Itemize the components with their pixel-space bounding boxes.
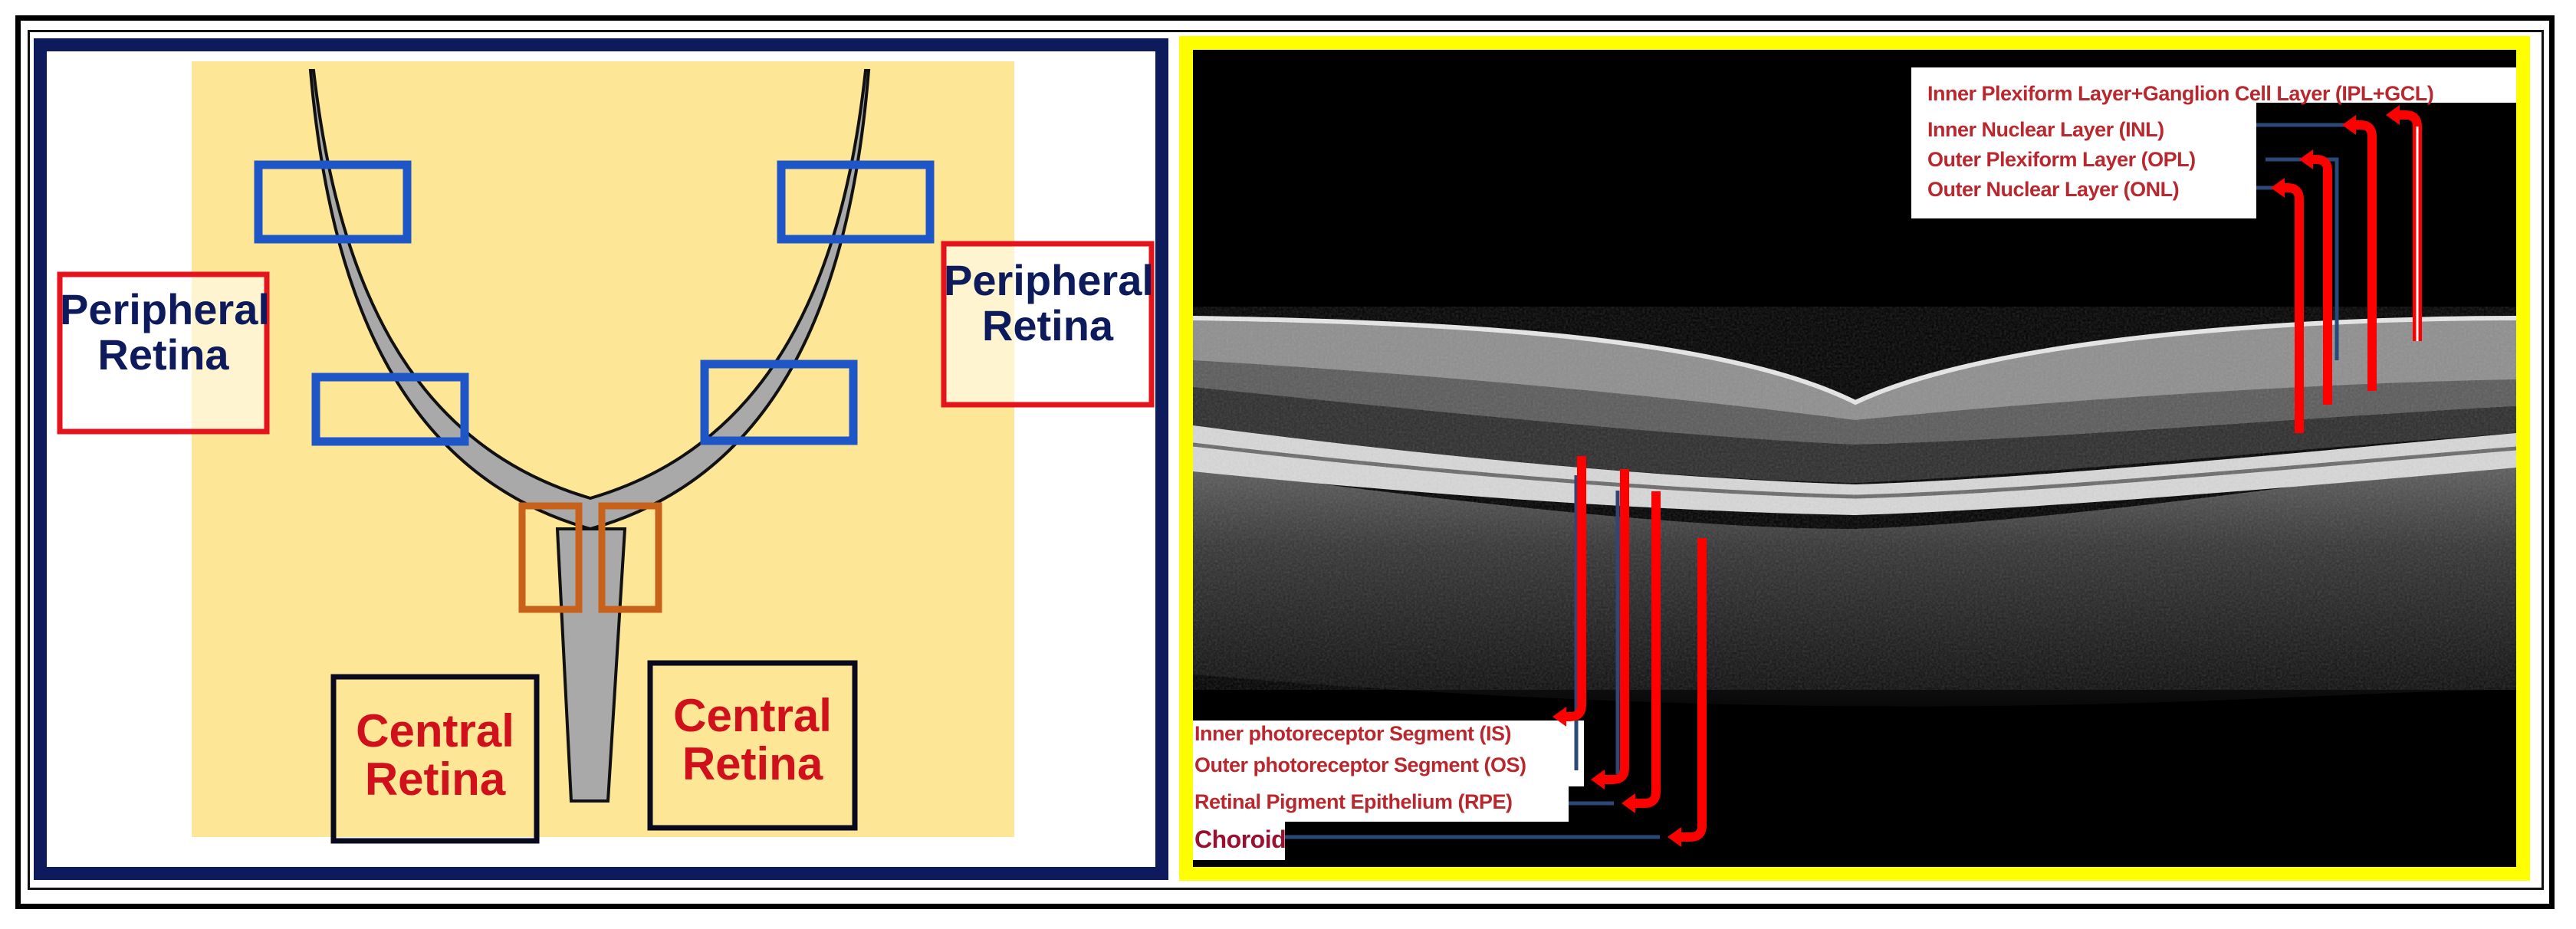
peripheral-left-line1: Peripheral [60,285,270,333]
peripheral-sample-box-left-lower [311,373,469,446]
peripheral-sample-box-left-upper [254,160,412,244]
central-label-left: Central Retina [334,707,537,803]
peripheral-left-line2: Retina [97,330,229,379]
peripheral-label-right: Peripheral Retina [944,256,1154,350]
peripheral-right-line2: Retina [981,300,1114,350]
label-inl: Inner Nuclear Layer (INL) [1927,118,2164,141]
central-left-line1: Central [356,705,514,757]
label-os: Outer photoreceptor Segment (OS) [1194,753,1526,776]
central-sample-box-right [598,502,662,613]
label-choroid: Choroid [1194,826,1286,853]
central-sample-box-left [518,502,583,613]
central-label-right: Central Retina [650,691,855,788]
peripheral-box-left [57,271,270,435]
retina-regions-panel: Peripheral Retina Peripheral Retina Cent… [34,38,1168,880]
central-right-line2: Retina [682,738,823,789]
oct-scan-panel: Inner Plexiform Layer+Ganglion Cell Laye… [1179,36,2530,881]
label-onl: Outer Nuclear Layer (ONL) [1927,178,2180,201]
central-box-left [330,674,540,844]
central-box-right [647,660,858,831]
label-opl: Outer Plexiform Layer (OPL) [1927,148,2196,171]
peripheral-label-left: Peripheral Retina [60,285,270,379]
label-rpe: Retinal Pigment Epithelium (RPE) [1194,790,1513,813]
oct-image [1193,50,2516,867]
retina-schematic [57,61,1155,844]
central-right-line1: Central [673,690,832,741]
peripheral-sample-box-right-upper [777,160,935,244]
central-left-line2: Retina [364,753,506,805]
inner-border [28,30,2544,890]
peripheral-box-right [941,241,1155,408]
label-ipl-gcl: Inner Plexiform Layer+Ganglion Cell Laye… [1927,82,2434,105]
peripheral-sample-box-right-lower [700,359,858,445]
peripheral-right-line1: Peripheral [944,256,1154,304]
label-is: Inner photoreceptor Segment (IS) [1194,722,1512,745]
